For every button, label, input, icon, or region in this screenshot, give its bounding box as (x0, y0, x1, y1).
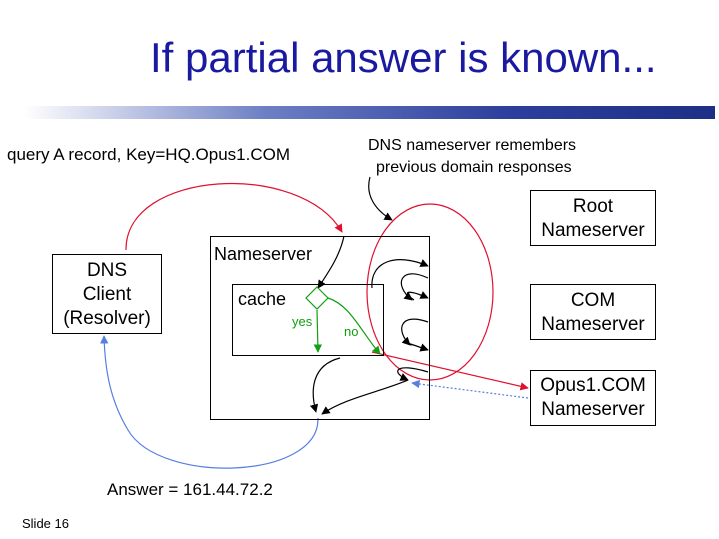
com-label-1: COM (570, 290, 616, 311)
slide-number: Slide 16 (22, 516, 69, 531)
nameserver-box (210, 236, 430, 420)
opus1-nameserver-box: Opus1.COM Nameserver (530, 370, 656, 426)
com-nameserver-box: COM Nameserver (530, 284, 656, 340)
cache-box (232, 284, 384, 356)
query-arrow (125, 183, 343, 251)
answer-label: Answer = 161.44.72.2 (107, 480, 273, 499)
nameserver-label: Nameserver (214, 244, 313, 264)
opus-label-2: Nameserver (541, 399, 645, 420)
no-arrow (327, 297, 381, 355)
page-title: If partial answer is known... (150, 34, 657, 81)
opus-response-arrow (411, 379, 529, 399)
no-label: no (344, 324, 359, 339)
cache-label: cache (238, 289, 287, 309)
answer-arrow (100, 335, 319, 469)
opus-label-1: Opus1.COM (540, 375, 646, 396)
com-label-2: Nameserver (541, 314, 645, 335)
title-underline-bar (24, 106, 715, 119)
opus-query-arrow (371, 351, 529, 391)
client-label-1: DNS (86, 260, 128, 281)
cache-decision-diamond (305, 286, 329, 310)
query-label: query A record, Key=HQ.Opus1.COM (7, 145, 290, 164)
yes-arrow (313, 309, 323, 353)
note-line-2: previous domain responses (376, 159, 572, 176)
remembered-responses-ellipse (366, 203, 494, 381)
client-label-3: (Resolver) (63, 308, 151, 329)
root-nameserver-box: Root Nameserver (530, 190, 656, 246)
dns-client-box: DNS Client (Resolver) (52, 254, 162, 334)
yes-label: yes (292, 314, 313, 329)
root-label-1: Root (572, 196, 614, 217)
root-label-2: Nameserver (541, 220, 645, 241)
note-pointer-arrow (368, 176, 393, 221)
note-line-1: DNS nameserver remembers (368, 137, 577, 154)
client-label-2: Client (82, 284, 132, 305)
